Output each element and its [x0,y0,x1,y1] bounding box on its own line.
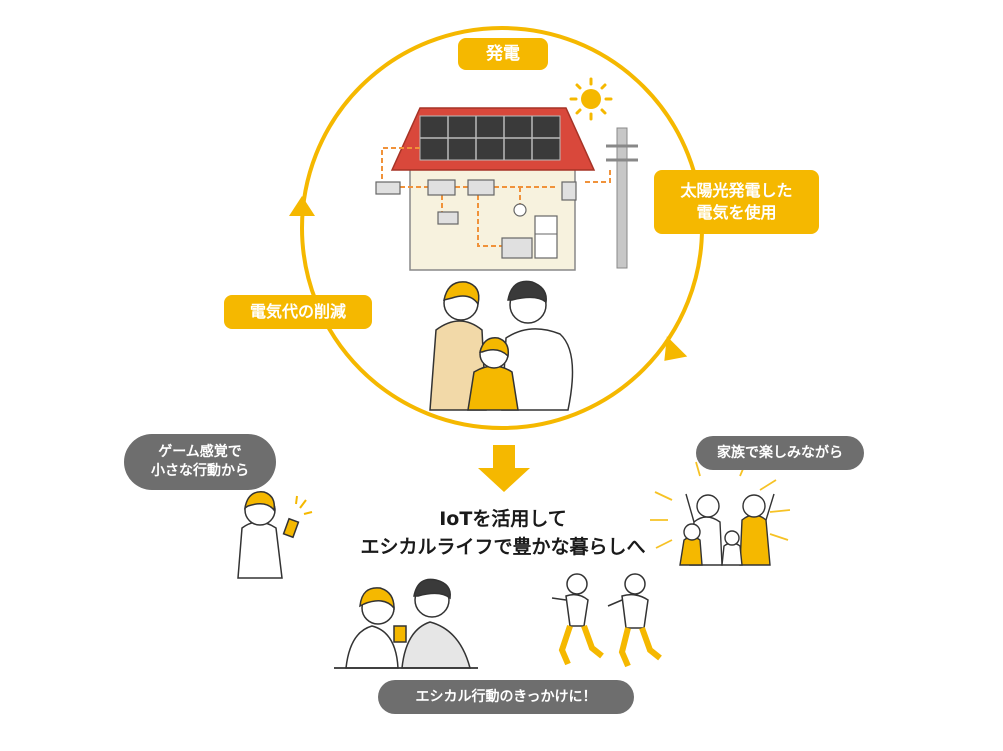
bubble-with-family-text: 家族で楽しみながら [717,444,843,461]
headline: IoTを活用して エシカルライフで豊かな暮らしへ [318,506,688,561]
headline-line1: IoTを活用して [439,508,567,530]
walking-couple-illustration [551,573,662,668]
sun-icon [569,77,613,121]
label-cost-reduction-text: 電気代の削減 [249,302,346,322]
bubble-game-sense-line2: 小さな行動から [151,463,249,479]
bubble-ethical-action-text: エシカル行動のきっかけに！ [415,688,597,705]
house-illustration [375,107,638,271]
bubble-with-family: 家族で楽しみながら [696,436,864,470]
family-illustration [429,280,574,411]
cycle-arrow-up-icon [289,196,315,216]
celebrating-family-illustration [650,461,791,566]
cycle-arrow-down-icon [664,336,688,361]
label-power-generation-text: 発電 [486,43,520,64]
woman-with-phone-illustration [237,491,313,579]
label-use-solar-power-line1: 太陽光発電した [680,181,793,201]
headline-line2: エシカルライフで豊かな暮らしへ [360,535,646,558]
bubble-ethical-action: エシカル行動のきっかけに！ [378,680,634,714]
down-arrow-icon [478,445,530,492]
couple-with-phone-illustration [334,578,478,669]
label-cost-reduction: 電気代の削減 [224,295,372,329]
label-use-solar-power: 太陽光発電した 電気を使用 [654,170,819,234]
label-power-generation: 発電 [458,38,548,70]
label-use-solar-power-line2: 電気を使用 [696,203,777,222]
bubble-game-sense-line1: ゲーム感覚で [158,444,242,461]
bubble-game-sense: ゲーム感覚で 小さな行動から [124,434,276,490]
